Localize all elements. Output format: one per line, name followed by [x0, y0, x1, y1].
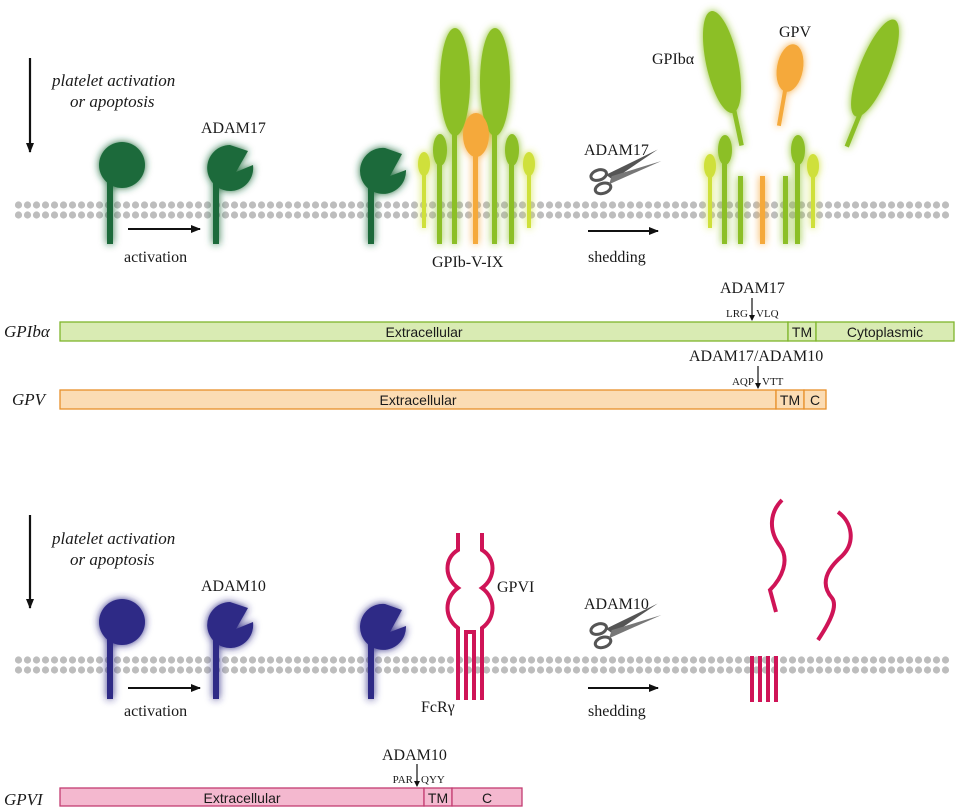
- membrane-a: [14, 201, 950, 219]
- gpvi-seq-left: PAR: [393, 774, 414, 786]
- fragment-label-gpv: GPV: [779, 24, 811, 41]
- gpvi-bar-name: GPVI: [4, 790, 44, 808]
- panel-a: platelet activation or apoptosis ADAM17 …: [4, 11, 955, 410]
- activation-label-b: activation: [124, 703, 187, 720]
- gpiba-cytoplasmic: Cytoplasmic: [847, 324, 923, 340]
- gpvi-domain-bar: GPVI Extracellular TM C ADAM10 PAR QYY: [4, 747, 523, 808]
- gpvi-extracellular: Extracellular: [203, 790, 280, 806]
- adam10-label-b: ADAM10: [201, 578, 266, 595]
- adam10-active: [207, 602, 254, 699]
- shedding-enzyme-b: ADAM10: [584, 596, 649, 613]
- gpv-bar-name: GPV: [12, 390, 48, 409]
- fragment-label-gpiba: GPIbα: [652, 51, 695, 68]
- gpv-c: C: [810, 392, 820, 408]
- gpvi-cleavage-enzyme: ADAM10: [382, 747, 447, 764]
- adam17-complex: [360, 147, 407, 244]
- gpiba-bar-name: GPIbα: [4, 322, 51, 341]
- adam17-inactive: [99, 142, 145, 244]
- fcrg-label: FcRγ: [421, 699, 455, 716]
- gpvi-c: C: [482, 790, 492, 806]
- gpiba-cleavage-enzyme: ADAM17: [720, 280, 785, 297]
- gpvi-receptor: [445, 533, 495, 700]
- activation-label-a: activation: [124, 249, 187, 266]
- adam17-active: [207, 145, 254, 244]
- shedding-enzyme-a: ADAM17: [584, 142, 649, 159]
- adam17-label-a: ADAM17: [201, 120, 266, 137]
- scissors-icon-b: [589, 603, 662, 650]
- panel-b: platelet activation or apoptosis ADAM10 …: [4, 498, 950, 808]
- gpv-extracellular: Extracellular: [379, 392, 456, 408]
- trigger-line2-b: or apoptosis: [70, 550, 155, 569]
- shed-fragments-a: [702, 11, 899, 244]
- gpvi-label: GPVI: [497, 579, 534, 596]
- adam10-complex: [360, 603, 407, 699]
- shed-fragments-b: [750, 498, 853, 702]
- trigger-line1-b: platelet activation: [51, 529, 175, 548]
- gpv-seq-left: AQP: [732, 376, 754, 388]
- gpv-tm: TM: [780, 392, 800, 408]
- trigger-line2-a: or apoptosis: [70, 92, 155, 111]
- gpvi-tm: TM: [428, 790, 448, 806]
- gpiba-tm: TM: [792, 324, 812, 340]
- gpiba-extracellular: Extracellular: [385, 324, 462, 340]
- trigger-line1-a: platelet activation: [51, 71, 175, 90]
- gpv-seq-right: VTT: [762, 376, 784, 388]
- shedding-label-a: shedding: [588, 249, 646, 266]
- shedding-label-b: shedding: [588, 703, 646, 720]
- gpiba-domain-bar: GPIbα Extracellular TM Cytoplasmic ADAM1…: [4, 280, 955, 342]
- gpiba-seq-left: LRG: [726, 308, 748, 320]
- gpv-domain-bar: GPV Extracellular TM C ADAM17/ADAM10 AQP…: [12, 348, 827, 410]
- gpiba-seq-right: VLQ: [756, 308, 779, 320]
- complex-label: GPIb-V-IX: [432, 254, 504, 271]
- gpvi-seq-right: QYY: [421, 774, 445, 786]
- gpib-v-ix-complex: [418, 28, 535, 244]
- gpv-cleavage-enzyme: ADAM17/ADAM10: [689, 348, 823, 365]
- adam10-inactive: [99, 599, 145, 699]
